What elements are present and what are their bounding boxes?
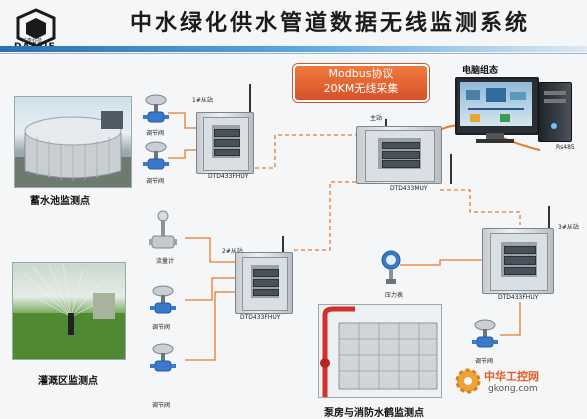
valve-label: 调节阀 — [152, 324, 171, 331]
link-slave1-master — [248, 134, 356, 169]
master-cabinet — [356, 126, 442, 184]
slave3-cabinet — [482, 228, 554, 294]
irrigation-photo — [12, 262, 126, 360]
header-divider — [0, 46, 587, 52]
slave1-cabinet — [196, 112, 254, 174]
master-ext-antenna — [450, 154, 452, 184]
flowmeter-icon — [149, 210, 177, 249]
master-antenna — [385, 119, 387, 128]
valve-label: 调节阀 — [146, 130, 165, 137]
pc-monitor — [455, 77, 539, 135]
valve-icon — [472, 319, 498, 348]
watermark-cn: 中华工控网 — [484, 370, 539, 383]
site-label-pump: 泵房与消防水鹤监测点 — [324, 408, 424, 419]
pc-interface-label: Rs485 — [556, 144, 575, 151]
slave3-name: 3#从站 — [558, 224, 579, 231]
gear-icon — [455, 368, 481, 394]
pc-tower — [538, 82, 572, 142]
pressure-label: 压力表 — [385, 292, 404, 299]
link-slave1-valve-a — [168, 112, 198, 129]
slave2-model: DTD433FHUY — [240, 314, 281, 321]
pump-house-photo — [318, 304, 442, 398]
watermark-url: gkong.com — [488, 384, 538, 394]
link-master-slave3 — [440, 189, 521, 225]
slave2-antenna — [282, 236, 284, 264]
page-title: 中水绿化供水管道数据无线监测系统 — [129, 11, 530, 36]
pressure-gauge-icon — [381, 250, 401, 284]
link-slave2-valve-a — [185, 277, 235, 301]
protocol-line2: 20KM无线采集 — [323, 82, 399, 95]
slave1-model: DTD433FHUY — [208, 173, 249, 180]
protocol-line1: Modbus协议 — [328, 67, 394, 80]
link-master-slave2 — [292, 181, 370, 251]
pc-base — [476, 139, 514, 143]
valve-label: 调节阀 — [146, 178, 165, 185]
header-divider-thin — [0, 53, 587, 54]
valve-label: 调节阀 — [152, 402, 171, 409]
slave1-antenna — [249, 84, 251, 114]
master-name: 主站 — [370, 115, 383, 122]
slave2-cabinet — [235, 252, 293, 314]
valve-icon — [150, 343, 176, 372]
valve-icon — [150, 285, 176, 314]
link-slave3-pressure — [400, 259, 482, 266]
site-label-irrigation: 灌溉区监测点 — [38, 376, 98, 387]
protocol-banner: Modbus协议 20KM无线采集 — [293, 64, 429, 102]
pc-screen — [460, 82, 532, 126]
link-slave2-flow — [185, 237, 235, 263]
flowmeter-label: 流量计 — [156, 258, 175, 265]
valve-icon — [143, 141, 169, 170]
slave3-model: DTD433FHUY — [498, 294, 539, 301]
logo-cn-text: 达泰科技 — [22, 38, 43, 44]
link-slave1-valve-b — [168, 149, 198, 159]
master-model: DTD433MUY — [390, 185, 428, 192]
pc-stand — [486, 133, 504, 139]
valve-icon — [143, 94, 169, 123]
slave2-name: 2#从站 — [222, 248, 243, 255]
link-slave2-valve-b — [185, 291, 235, 361]
link-slave3-valve — [500, 302, 521, 336]
pc-title: 电脑组态 — [462, 66, 499, 76]
reservoir-photo — [14, 96, 132, 188]
valve-label: 调节阀 — [475, 358, 494, 365]
slave1-name: 1#从站 — [192, 97, 213, 104]
site-label-reservoir: 蓄水池监测点 — [30, 196, 90, 207]
slave3-antenna — [548, 206, 550, 232]
